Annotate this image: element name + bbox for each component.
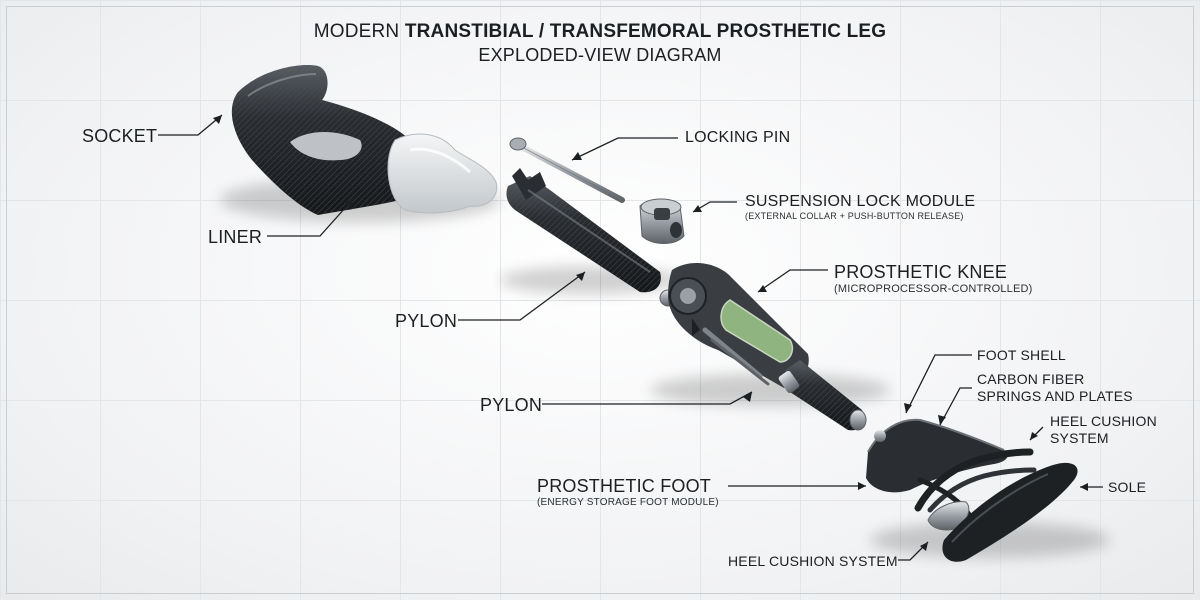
locking-pin-part	[509, 137, 625, 203]
lower-pylon-part	[778, 360, 867, 431]
label-heel-cushion-right-line1: HEEL CUSHION	[1050, 413, 1157, 429]
diagram-title: MODERN TRANSTIBIAL / TRANSFEMORAL PROSTH…	[313, 21, 887, 42]
prosthetic-foot-part	[866, 418, 1008, 493]
label-heel-cushion-right: HEEL CUSHION SYSTEM	[1050, 413, 1157, 447]
label-carbon-fiber-line1: CARBON FIBER	[977, 371, 1085, 387]
label-foot-shell: FOOT SHELL	[977, 347, 1066, 363]
label-pylon-lower: PYLON	[480, 395, 543, 415]
drawing-frame	[6, 6, 1194, 594]
label-prosthetic-knee-sub: (MICROPROCESSOR-CONTROLLED)	[834, 283, 1033, 295]
label-prosthetic-knee: PROSTHETIC KNEE	[834, 262, 1008, 282]
label-carbon-fiber-springs: CARBON FIBER SPRINGS AND PLATES	[977, 371, 1133, 405]
label-socket: SOCKET	[82, 126, 158, 146]
leader-lines	[158, 114, 1103, 561]
label-suspension-lock-module: SUSPENSION LOCK MODULE	[745, 193, 976, 210]
upper-pylon-part	[506, 168, 661, 293]
socket-part	[231, 65, 410, 216]
diagram-subtitle: EXPLODED-VIEW DIAGRAM	[478, 45, 722, 65]
label-prosthetic-foot-sub: (ENERGY STORAGE FOOT MODULE)	[537, 497, 719, 508]
label-carbon-fiber-line2: SPRINGS AND PLATES	[977, 388, 1133, 404]
liner-part	[387, 133, 498, 214]
prosthetic-knee-part	[659, 263, 809, 388]
suspension-lock-part	[639, 198, 685, 244]
label-suspension-lock-sub: (EXTERNAL COLLAR + PUSH-BUTTON RELEASE)	[745, 211, 964, 221]
label-prosthetic-foot: PROSTHETIC FOOT	[537, 476, 711, 496]
label-liner: LINER	[208, 227, 263, 247]
label-pylon-upper: PYLON	[395, 311, 458, 331]
label-locking-pin: LOCKING PIN	[685, 129, 791, 146]
label-heel-cushion-bottom: HEEL CUSHION SYSTEM	[728, 553, 898, 569]
leader-arrowheads	[213, 115, 1088, 551]
sole-part	[942, 462, 1078, 562]
heel-cushion-part	[927, 501, 970, 531]
label-sole: SOLE	[1108, 479, 1147, 495]
label-heel-cushion-right-line2: SYSTEM	[1050, 430, 1109, 446]
